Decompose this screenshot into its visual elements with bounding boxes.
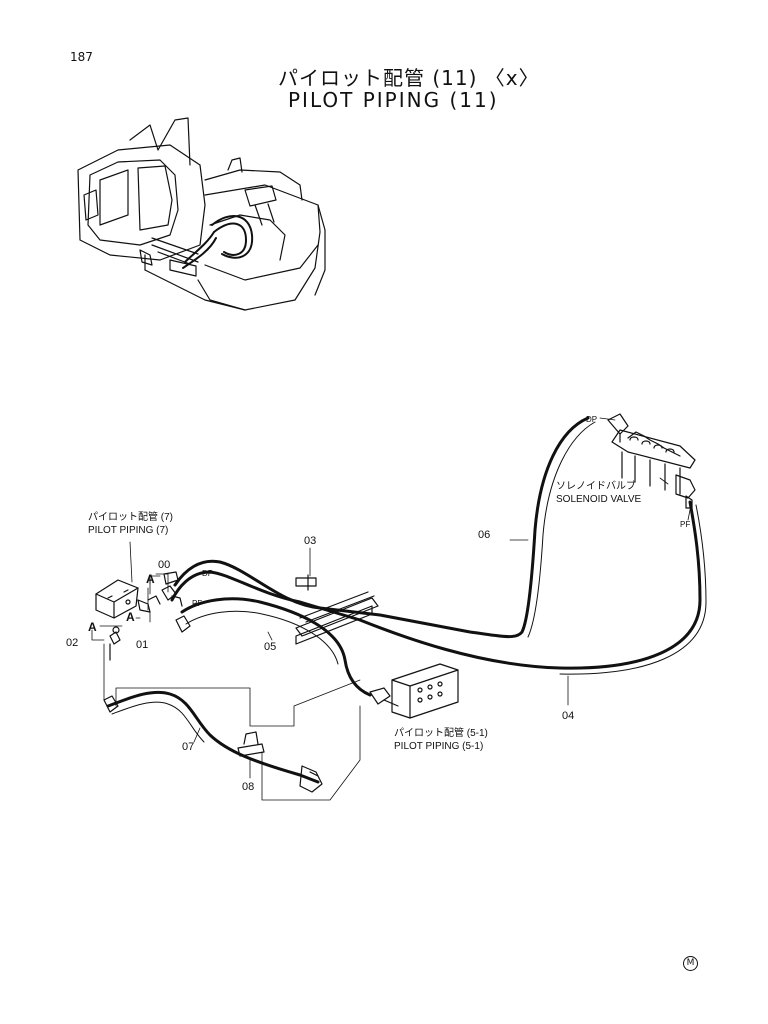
solenoid-label-en: SOLENOID VALVE: [556, 494, 642, 505]
solenoid-valve: [607, 413, 696, 509]
labels: パイロット配管 (7) PILOT PIPING (7) ソレノイドバルブ SO…: [66, 415, 690, 793]
a-brackets: [99, 575, 161, 627]
part-number-06: 06: [478, 529, 490, 541]
part-number-08: 08: [242, 781, 254, 793]
leader-lines: [91, 417, 691, 801]
part-number-07: 07: [182, 741, 194, 753]
part-number-02: 02: [66, 637, 78, 649]
hose-05: [180, 597, 372, 697]
hose-04: [170, 500, 702, 670]
port-dp-right: DP: [586, 415, 597, 424]
hose-04-inner: [559, 504, 707, 675]
title-english: PILOT PIPING (11): [288, 88, 499, 112]
port-pf-left: PF: [192, 599, 202, 608]
hose-07-b: [111, 701, 205, 743]
pilot-51-block: [369, 663, 459, 719]
title-japanese: パイロット配管 (11) 〈x〉: [278, 66, 540, 90]
footer-mark: M: [683, 956, 698, 971]
page-number: 187: [70, 50, 93, 64]
hose-runs: [106, 416, 707, 784]
excavator-overview: [77, 117, 326, 311]
hose-06-inner: [527, 421, 596, 638]
callout-a-upper: A: [146, 572, 155, 586]
solenoid-label-jp: ソレノイドバルブ: [556, 479, 636, 492]
port-pf-right: PF: [680, 520, 690, 529]
pilot7-label-jp: パイロット配管 (7): [88, 510, 173, 523]
fittings: [103, 571, 323, 793]
part-number-04: 04: [562, 710, 574, 722]
hose-07: [106, 690, 320, 784]
part-number-00: 00: [158, 559, 170, 571]
port-dp-left: DP: [202, 569, 213, 578]
pilot-7-block: [95, 579, 151, 619]
clamp-08: [237, 731, 265, 757]
callout-a-left: A: [88, 620, 97, 634]
clamp-block: [295, 574, 379, 645]
part-number-03: 03: [304, 535, 316, 547]
pilot7-label-en: PILOT PIPING (7): [88, 525, 168, 536]
pilot51-label-en: PILOT PIPING (5-1): [394, 741, 483, 752]
hose-05-b: [185, 610, 339, 665]
callout-a-lower: A: [126, 610, 135, 624]
part-number-05: 05: [264, 641, 276, 653]
pilot51-label-jp: パイロット配管 (5-1): [394, 726, 488, 739]
part-number-01: 01: [136, 639, 148, 651]
hose-06: [173, 416, 590, 639]
